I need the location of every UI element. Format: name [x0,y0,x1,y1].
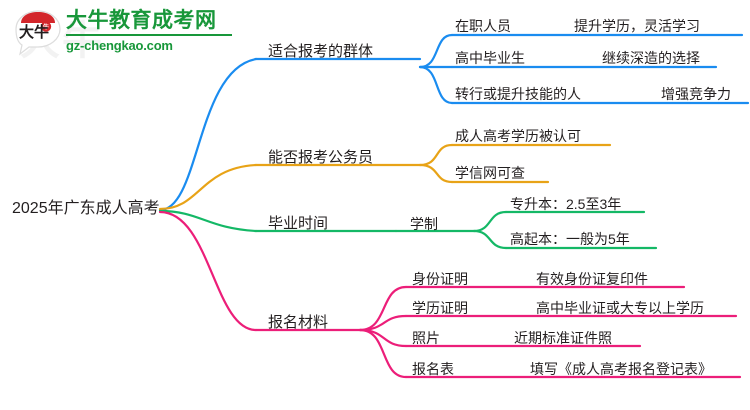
leaf-key-material-3[interactable]: 照片 [412,330,440,346]
leaf-key-suitable-1[interactable]: 在职人员 [455,18,511,34]
leaf-value-material-1[interactable]: 有效身份证复印件 [536,271,648,287]
wire-fork-suitable-1 [418,33,454,69]
branch-node-application-materials[interactable]: 报名材料 [268,314,329,331]
leaf-key-material-2[interactable]: 学历证明 [412,300,468,316]
wire-root-to-materials [158,210,258,332]
leaf-value-suitable-2[interactable]: 继续深造的选择 [602,50,700,66]
leaf-value-material-3[interactable]: 近期标准证件照 [514,330,612,346]
leaf-key-material-1[interactable]: 身份证明 [412,271,468,287]
mid-node-academic-system[interactable]: 学制 [410,216,438,232]
wire-fork-grad-1 [472,210,508,233]
logo-brand-cn: 大牛教育成考网 [66,9,217,32]
logo-wordmark: 大牛教育成考网 gz-chengkao.com [66,9,232,53]
wire-fork-material-1 [358,285,408,332]
wire-fork-civil-1 [418,143,454,167]
leaf-key-civil-1[interactable]: 成人高考学历被认可 [455,128,581,144]
svg-text:牛: 牛 [43,23,49,31]
branch-node-civil-servant[interactable]: 能否报考公务员 [268,149,374,166]
leaf-key-grad-2[interactable]: 高起本：一般为5年 [510,231,630,247]
leaf-value-material-2[interactable]: 高中毕业证或大专以上学历 [536,300,704,316]
svg-text:大牛: 大牛 [19,23,49,41]
wire-root-to-civil-servant [158,163,258,211]
logo-brand-url: gz-chengkao.com [66,34,232,53]
leaf-key-grad-1[interactable]: 专升本：2.5至3年 [510,196,622,212]
wire-fork-suitable-3 [418,65,454,105]
wire-root-to-suitable-groups [158,57,258,212]
leaf-value-suitable-3[interactable]: 增强竞争力 [661,86,731,102]
wire-root-to-graduation [158,209,258,233]
leaf-value-material-4[interactable]: 填写《成人高考报名登记表》 [530,361,712,377]
wire-fork-material-2 [358,314,408,332]
mindmap-root-node[interactable]: 2025年广东成人高考 [12,200,160,217]
wire-fork-grad-2 [472,229,508,250]
wire-fork-material-3 [358,328,408,348]
leaf-key-suitable-3[interactable]: 转行或提升技能的人 [455,86,581,102]
site-logo: 大牛 牛 大牛 大牛教育成考网 gz-chengkao.com [12,6,232,63]
leaf-key-material-4[interactable]: 报名表 [412,361,454,377]
leaf-key-suitable-2[interactable]: 高中毕业生 [455,50,525,66]
leaf-key-civil-2[interactable]: 学信网可查 [455,165,525,181]
logo-mark-icon: 牛 大牛 [15,10,61,56]
leaf-value-suitable-1[interactable]: 提升学历，灵活学习 [574,18,700,34]
branch-node-graduation-time[interactable]: 毕业时间 [268,215,329,232]
wire-fork-material-4 [358,328,408,379]
branch-node-suitable-groups[interactable]: 适合报考的群体 [268,43,374,60]
wire-fork-civil-2 [418,163,454,184]
